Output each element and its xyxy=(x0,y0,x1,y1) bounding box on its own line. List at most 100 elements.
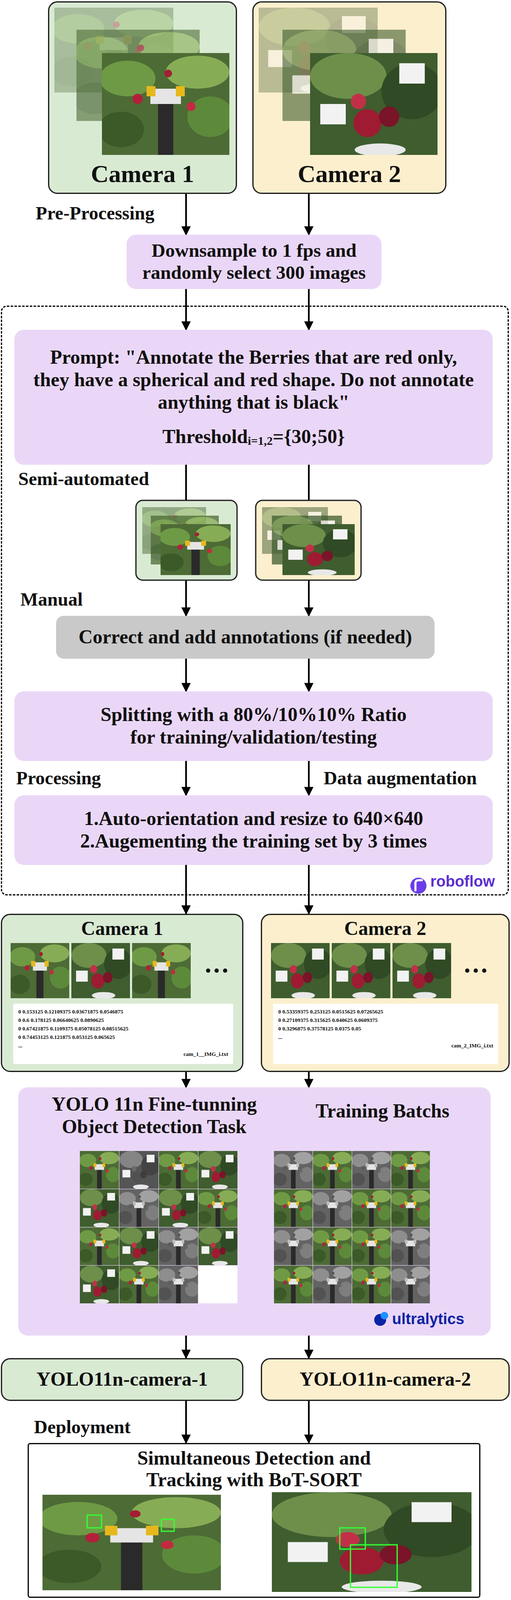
deployment-photos-part xyxy=(36,1496,226,1592)
process-box: 1.Auto-orientation and resize to 640×640… xyxy=(14,796,493,866)
model-box: YOLO11n-camera-1 xyxy=(0,1359,244,1403)
dataset-2-photos-part xyxy=(331,943,393,1000)
node-text: cam_2_IMG_i.txt xyxy=(451,1043,494,1050)
node-text: Threshold xyxy=(162,426,248,448)
flow-arrow xyxy=(307,659,310,692)
training-batch-grid-1 xyxy=(78,1151,239,1305)
training-batch-grid-1-part xyxy=(198,1228,240,1267)
semi-auto-thumbnail-2-part xyxy=(271,516,345,566)
node-text: 0 0.153125 0.12109375 0.03671875 0.05468… xyxy=(18,1009,124,1016)
training-batch-grid-1-part xyxy=(158,1190,200,1229)
node-text: Camera 1 xyxy=(90,160,195,188)
node-text: 1.Auto-orientation and resize to 640×640 xyxy=(84,808,424,831)
training-batch-grid-1-part xyxy=(78,1228,121,1267)
text-line: Splitting with a 80%/10%10% Ratio for tr… xyxy=(92,704,416,750)
flow-arrow xyxy=(307,1402,310,1445)
deployment-box: Simultaneous Detection and Tracking with… xyxy=(27,1444,481,1600)
camera-2-photos-part xyxy=(258,7,383,94)
camera-2-photos xyxy=(258,7,443,157)
node-text: 0 0.27109375 0.315625 0.040625 0.0609375 xyxy=(278,1017,378,1025)
step-label: Data augmentation xyxy=(323,768,478,791)
training-batch-grid-1-part xyxy=(78,1151,121,1190)
training-batch-grid-1-part xyxy=(198,1266,238,1305)
node-text: Training Batchs xyxy=(315,1101,478,1124)
text-slot: ultralytics xyxy=(392,1311,486,1329)
node-text: Camera 2 xyxy=(297,160,401,188)
semi-auto-thumbnail-1-part xyxy=(158,524,233,576)
camera-box: Camera 1 xyxy=(47,1,238,195)
training-batch-grid-1-part xyxy=(119,1228,161,1267)
step-label: Processing xyxy=(16,768,102,791)
dataset-1-photos-part xyxy=(206,969,211,974)
flow-arrow xyxy=(185,761,187,797)
training-batch-grid-1-part xyxy=(79,1266,121,1305)
node-text: 0 0.67421875 0.1109375 0.05078125 0.0851… xyxy=(18,1026,129,1033)
node-text: roboflow xyxy=(430,873,495,891)
semi-auto-thumbnail-1 xyxy=(135,500,238,581)
training-batch-grid-2-part xyxy=(389,1228,431,1267)
training-batch-grid-2 xyxy=(272,1151,431,1305)
training-batch-grid-1-part xyxy=(118,1190,160,1229)
training-batch-grid-1-part xyxy=(197,1190,239,1229)
label-slot: Processing xyxy=(16,768,102,791)
node-text: Camera 2 xyxy=(344,918,427,941)
label-slot: Semi-automated xyxy=(18,468,150,491)
training-batch-grid-2-part xyxy=(350,1151,392,1190)
flow-arrow xyxy=(307,194,310,235)
dataset-2-photos-part xyxy=(482,969,487,974)
node-text: ={30;50} xyxy=(272,426,345,448)
model-box: YOLO11n-camera-2 xyxy=(260,1359,510,1403)
node-text: ... xyxy=(18,1043,23,1050)
node-text: 0 0.74453125 0.121875 0.053125 0.065625 xyxy=(18,1034,116,1042)
training-batch-grid-1-part xyxy=(157,1228,200,1267)
label-file-box: 0 0.153125 0.12109375 0.03671875 0.05468… xyxy=(13,1004,234,1065)
training-batch-grid-2-part xyxy=(272,1190,314,1229)
node-text: cam_1__IMG_i.txt xyxy=(183,1051,229,1059)
training-batch-grid-2-part xyxy=(311,1151,353,1190)
flow-arrow xyxy=(307,865,310,915)
training-batch-grid-2-part xyxy=(311,1228,353,1267)
deployment-photos-part xyxy=(350,1546,398,1589)
dataset-2-photos-part xyxy=(271,943,333,1000)
text-line: cam_2_IMG_i.txt xyxy=(278,1041,494,1051)
step-label: Manual xyxy=(20,589,83,612)
training-batch-grid-1-part xyxy=(119,1151,161,1191)
camera-box: Camera 2 xyxy=(252,1,447,195)
text-line: 1.Auto-orientation and resize to 640×640 xyxy=(27,808,480,831)
ultralytics-icon-part xyxy=(374,1315,387,1327)
training-batch-grid-1-part xyxy=(79,1190,121,1229)
semi-auto-thumbnail-2-part xyxy=(262,507,331,555)
flow-arrow xyxy=(185,865,187,915)
semi-auto-thumbnail-2-part xyxy=(255,500,362,581)
flow-arrow xyxy=(185,1072,187,1089)
deployment-photos xyxy=(36,1493,480,1595)
node-text: YOLO11n-camera-1 xyxy=(36,1369,209,1392)
node-text: 0 0.53359375 0.253125 0.0515625 0.072656… xyxy=(278,1009,384,1016)
text-line: Correct and add annotations (if needed) xyxy=(64,626,427,650)
dataset-1-photos-part xyxy=(223,969,228,974)
training-batch-grid-1-part xyxy=(198,1151,240,1191)
text-line: YOLO11n-camera-1 xyxy=(8,1369,236,1392)
dataset-2-photos xyxy=(271,943,487,1000)
text-line: 0 0.3296875 0.37578125 0.0375 0.05 xyxy=(278,1024,494,1034)
dataset-2-photos-part xyxy=(465,969,470,974)
text-line: ... xyxy=(18,1041,229,1051)
semi-auto-thumbnail-2-part xyxy=(282,524,358,577)
step-label: Deployment xyxy=(33,1417,131,1440)
node-text: ... xyxy=(278,1034,283,1042)
node-text: YOLO11n-camera-2 xyxy=(299,1369,472,1392)
label-slot: Deployment xyxy=(33,1417,131,1440)
flow-arrow xyxy=(185,194,187,235)
flow-arrow xyxy=(185,1402,187,1445)
text-line: 0 0.153125 0.12109375 0.03671875 0.05468… xyxy=(18,1007,229,1017)
dataset-1-photos-part xyxy=(214,969,219,974)
training-batch-grid-2-part xyxy=(389,1266,431,1305)
process-box: Splitting with a 80%/10%10% Ratio for tr… xyxy=(14,691,493,762)
flow-arrow xyxy=(185,1336,187,1360)
roboflow-icon xyxy=(410,878,427,895)
node-text: ultralytics xyxy=(392,1311,486,1329)
prompt-box: Prompt: "Annotate the Berries that are r… xyxy=(14,330,493,466)
label-slot: Data augmentation xyxy=(323,768,478,791)
ultralytics-icon-part xyxy=(380,1312,389,1321)
